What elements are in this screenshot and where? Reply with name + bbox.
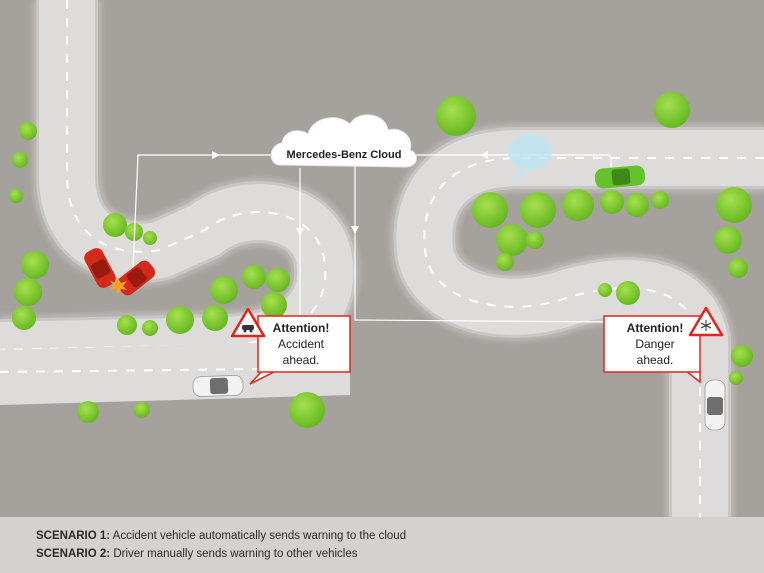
white-car-left xyxy=(192,375,244,397)
scenario-1-label: SCENARIO 1: xyxy=(36,530,111,542)
callout-accident-line2: ahead. xyxy=(283,353,320,367)
scenario-2-line: SCENARIO 2: Driver manually sends warnin… xyxy=(36,548,358,560)
scenario-2-label: SCENARIO 2: xyxy=(36,548,111,560)
snowflake-warning-icon xyxy=(700,320,712,331)
warning-speech-bubble xyxy=(508,134,552,185)
callout-accident-title: Attention! xyxy=(273,321,330,335)
right-road xyxy=(389,123,764,520)
callout-accident-line1: Accident xyxy=(278,337,325,351)
callout-danger-title: Attention! xyxy=(627,321,684,335)
scenario-caption: SCENARIO 1: Accident vehicle automatical… xyxy=(0,517,764,573)
callout-danger-line1: Danger xyxy=(635,337,674,351)
mercedes-benz-cloud: Mercedes-Benz Cloud xyxy=(270,114,417,168)
cloud-connection-lines xyxy=(132,151,613,323)
car-warning-icon xyxy=(242,325,254,333)
scenario-1-text: Accident vehicle automatically sends war… xyxy=(110,530,407,542)
accident-car-1 xyxy=(84,248,116,288)
white-car-right xyxy=(704,379,726,431)
callout-danger-line2: ahead. xyxy=(637,353,674,367)
accident-car-2 xyxy=(116,260,156,296)
warning-car-green xyxy=(594,165,646,189)
trees xyxy=(9,92,753,428)
crash-spark-icon xyxy=(110,278,127,295)
callout-danger: Attention! Danger ahead. xyxy=(603,306,724,384)
scenario-2-text: Driver manually sends warning to other v… xyxy=(110,548,358,560)
cloud-label: Mercedes-Benz Cloud xyxy=(287,149,402,161)
scenario-1-line: SCENARIO 1: Accident vehicle automatical… xyxy=(36,530,406,542)
callout-accident: Attention! Accident ahead. xyxy=(230,307,351,385)
